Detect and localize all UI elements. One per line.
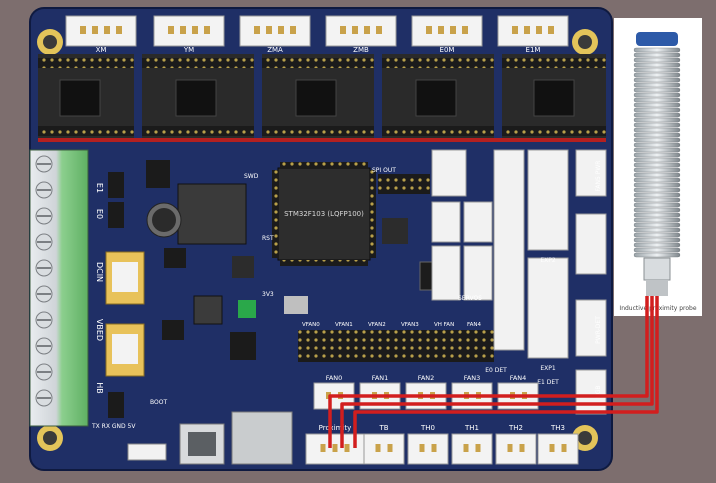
sensor-connector-label: TH0: [420, 424, 435, 432]
fan-header-label: FAN4: [510, 374, 527, 382]
sensor-connector: [537, 433, 579, 465]
mcu-label: STM32F103 (LQFP100): [284, 210, 364, 218]
wire-black: [328, 296, 649, 448]
stepper-drivers: [38, 54, 606, 142]
right-header-label: PWR-DET: [595, 316, 602, 344]
sensor-connector-label: Proximity: [319, 424, 352, 432]
mcu-chip: STM32F103 (LQFP100): [272, 162, 376, 266]
right-header-label: RGB: [595, 386, 602, 399]
proximity-probe: Inductive proximity probe: [614, 18, 702, 316]
sensor-connector: [451, 433, 493, 465]
motor-connector-label: YM: [183, 46, 194, 54]
small-label: SPI OUT: [372, 167, 396, 174]
right-header-label: E0 DET: [485, 367, 507, 374]
motor-connector-label: E0M: [440, 46, 455, 54]
fan-voltage-label: VFAN0: [302, 322, 320, 328]
motor-connector: [325, 15, 397, 47]
power-terminals: [29, 149, 89, 427]
terminal-label: VBED: [95, 319, 104, 341]
fan-voltage-label: VH FAN: [434, 322, 454, 328]
small-label: BOOT: [150, 399, 167, 406]
wire-brown: [353, 296, 659, 448]
right-header-label: EXP1: [540, 365, 556, 372]
right-header-label: SERVOS: [458, 295, 482, 302]
small-label: 3V3: [262, 291, 274, 298]
fan-voltage-label: FAN4: [467, 322, 482, 328]
motor-connectors: XM YM ZMA ZMB E0M E1M: [65, 15, 569, 54]
terminal-label: HB: [95, 382, 104, 394]
fan-header-label: FAN1: [372, 374, 389, 382]
motor-connector: [239, 15, 311, 47]
motor-connector-label: ZMB: [353, 46, 369, 54]
fan-voltage-label: VFAN2: [368, 322, 386, 328]
right-header-label: EXP2: [540, 257, 556, 264]
power-components: [105, 160, 451, 418]
sensor-connector: [363, 433, 405, 465]
right-header-label: FAN5 PWR: [595, 161, 602, 192]
fan-voltage-label: VFAN3: [401, 322, 419, 328]
small-label: RST: [262, 235, 274, 242]
sensor-connector: [495, 433, 537, 465]
sensor-connector-label: TH3: [550, 424, 565, 432]
motor-connector: [411, 15, 483, 47]
motor-connector-label: ZMA: [267, 46, 283, 54]
fan-voltage-header-block: [298, 330, 494, 362]
usb-sd-area: [127, 411, 293, 465]
terminal-label: E1: [95, 183, 104, 193]
fan-voltage-labels: VFAN0 VFAN1 VFAN2 VFAN3 VH FAN FAN4: [302, 322, 482, 328]
terminal-label: DCIN: [95, 262, 104, 282]
motor-connector: [153, 15, 225, 47]
motor-connector: [497, 15, 569, 47]
mounting-holes: [37, 29, 598, 451]
fan-header-label: FAN2: [418, 374, 435, 382]
sensor-connector-label: TH1: [464, 424, 479, 432]
terminal-label: E0: [95, 209, 104, 219]
motor-connector-label: E1M: [526, 46, 541, 54]
sensor-connector: [407, 433, 449, 465]
right-header-label: E1 DET: [537, 379, 559, 386]
wire-blue: [340, 296, 654, 448]
uart-label: TX RX GND 5V: [91, 423, 136, 430]
sensor-connector-label: TH2: [508, 424, 523, 432]
probe-wires: [328, 296, 659, 448]
right-header-column: [431, 149, 607, 415]
small-label: SWD: [244, 173, 259, 180]
fan-header-label: FAN0: [326, 374, 343, 382]
fan-voltage-label: VFAN1: [335, 322, 353, 328]
motor-connector-label: XM: [96, 46, 107, 54]
spi-header: [378, 174, 430, 194]
sensor-connector-label: TB: [378, 424, 388, 432]
fan-header-label: FAN3: [464, 374, 481, 382]
motor-connector: [65, 15, 137, 47]
